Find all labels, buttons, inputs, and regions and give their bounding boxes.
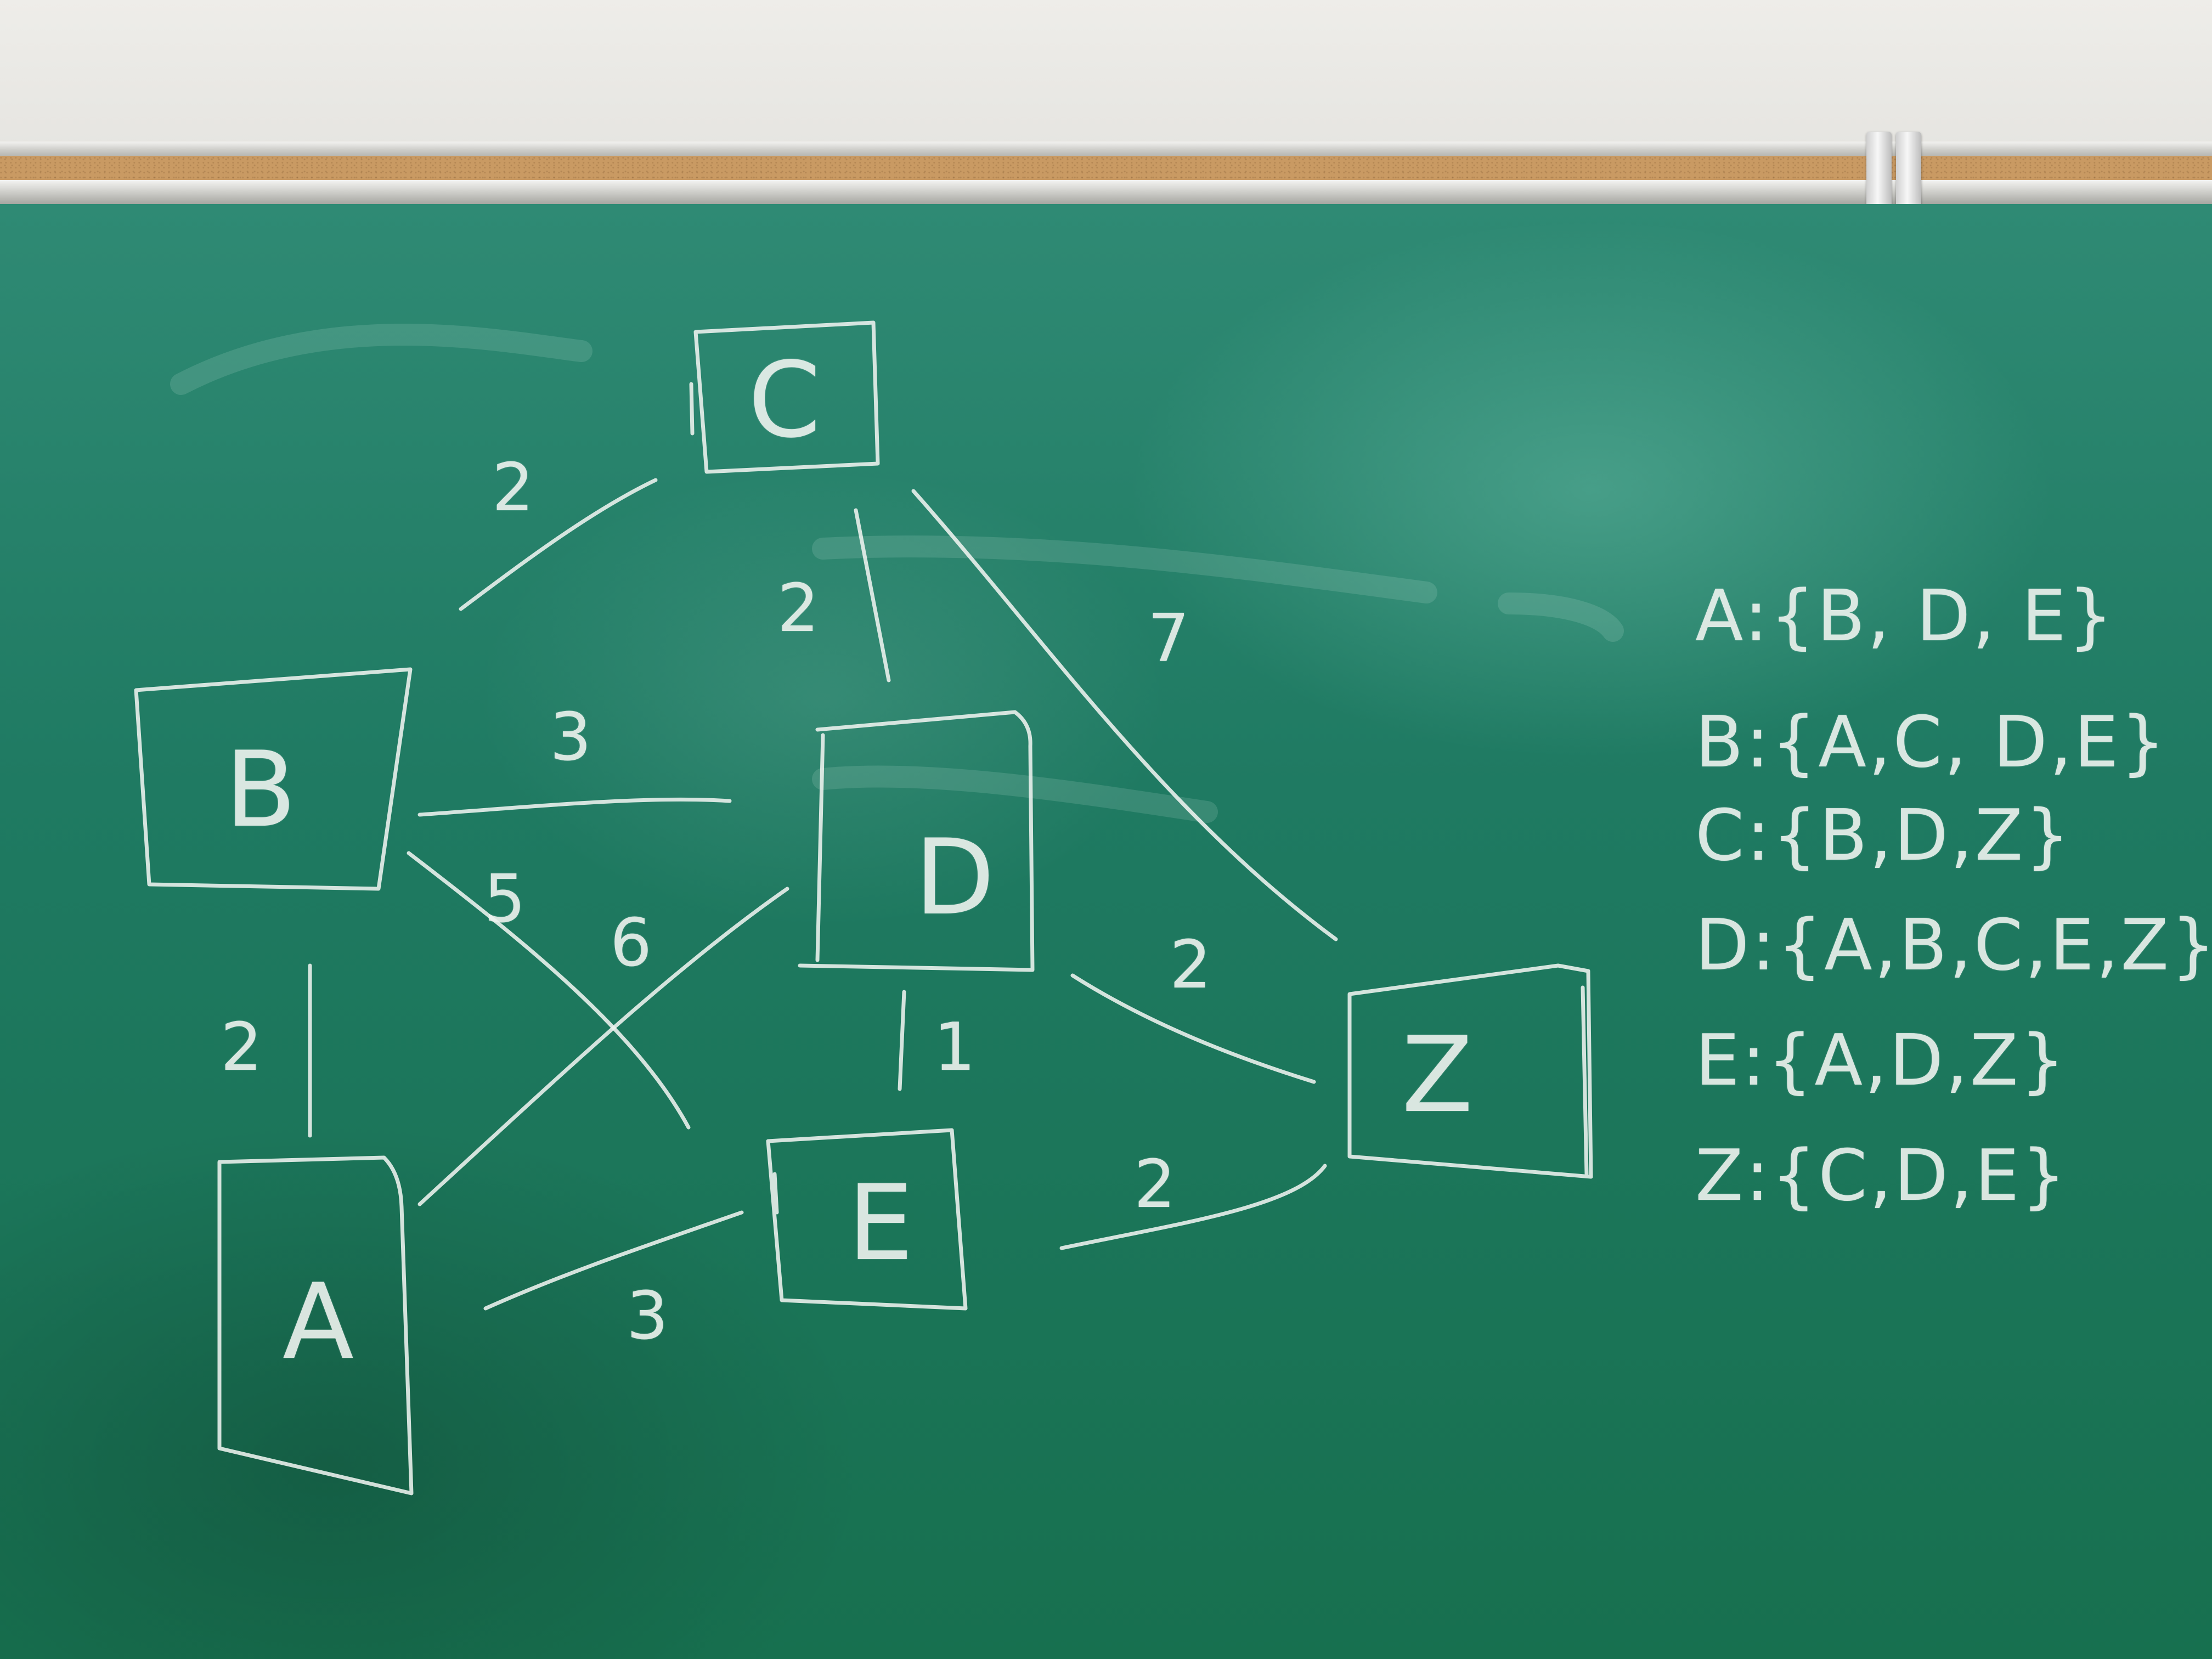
node-label-c: C [748,340,821,461]
edge-weight-a-d: 6 [610,905,652,981]
erased-smudge [812,765,1218,823]
node-box-c [689,320,880,474]
edge-c-z [911,489,1338,941]
wall [0,0,2212,148]
node-box-e [766,1128,968,1311]
edge-d-z [1070,973,1316,1084]
edge-weight-b-d: 3 [549,699,592,776]
adjacency-line-a: A:{B, D, E} [1695,575,2115,657]
cork-strip [0,156,2212,180]
edge-a-e [483,1210,744,1311]
edge-a-d [417,887,789,1206]
adjacency-line-c: C:{B,D,Z} [1695,795,2072,877]
edge-weight-b-e: 5 [483,861,526,938]
adjacency-line-d: D:{A,B,C,E,Z} [1695,905,2212,986]
edge-c-d [854,508,891,682]
node-label-d: D [914,817,995,938]
edge-weight-c-z: 7 [1147,601,1190,677]
edge-weight-a-e: 3 [626,1278,669,1355]
board-frame-top [0,142,2212,156]
edge-weight-d-e: 1 [933,1009,976,1086]
edge-b-d [417,797,732,817]
edge-b-e [407,851,691,1130]
node-box-z [1347,963,1593,1179]
adjacency-line-e: E:{A,D,Z} [1695,1020,2068,1102]
node-label-z: Z [1401,1014,1474,1136]
node-box-a [217,1155,414,1496]
erased-smudge [1498,592,1624,642]
node-label-e: E [847,1163,914,1284]
chalkboard [0,204,2212,1659]
edge-weight-e-z: 2 [1133,1147,1176,1223]
edge-b-c [459,478,658,611]
erased-smudge [170,324,592,395]
edge-weight-a-b: 2 [220,1009,263,1086]
edge-weight-d-z: 2 [1169,927,1212,1003]
node-label-a: A [283,1261,354,1383]
node-box-b [134,667,413,891]
edge-d-e [898,990,906,1091]
node-label-b: B [224,729,297,850]
edge-weight-c-d: 2 [777,571,820,647]
edge-e-z [1059,1164,1327,1250]
adjacency-line-z: Z:{C,D,E} [1695,1135,2068,1217]
adjacency-line-b: B:{A,C, D,E} [1695,702,2168,783]
map-rail [0,180,2212,204]
node-box-d [798,710,1035,972]
edge-weight-b-c: 2 [492,450,534,526]
erased-smudge [812,535,1437,603]
